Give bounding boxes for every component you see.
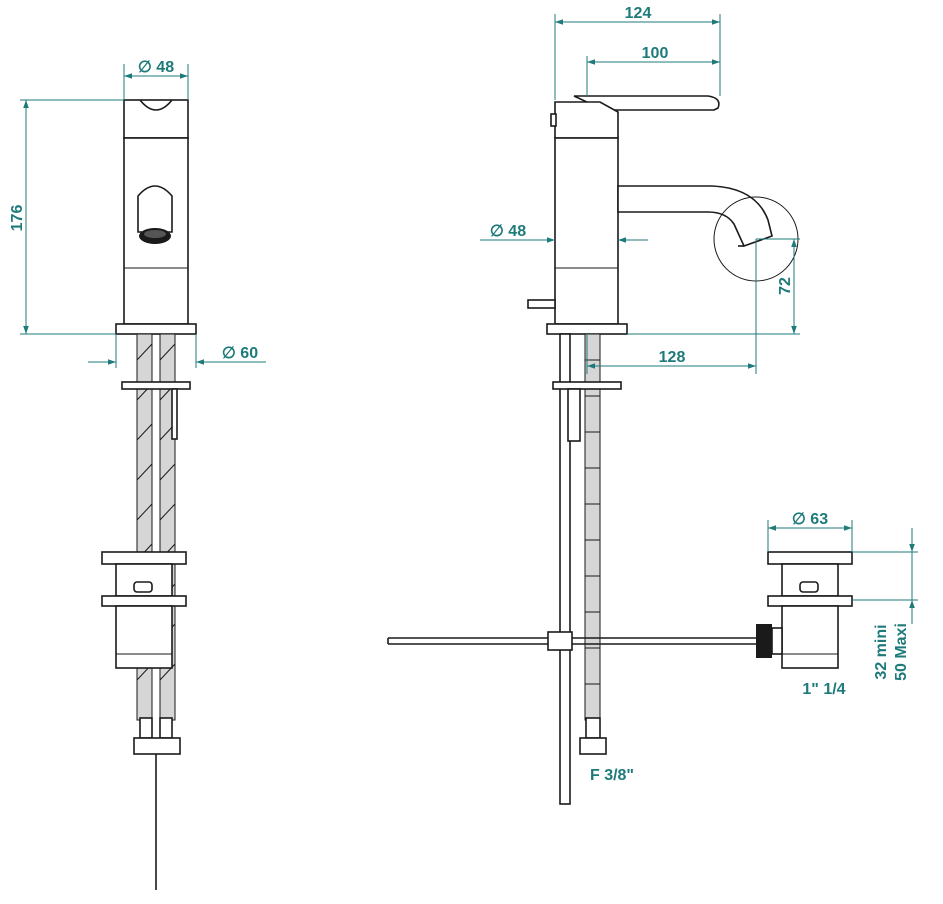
front-waste-body bbox=[115, 605, 173, 669]
side-label-supply-thread: F 3/8" bbox=[590, 767, 634, 784]
front-dim-base-diameter: ∅ 60 bbox=[222, 345, 258, 362]
side-fixing-washer bbox=[552, 381, 622, 390]
waste-dim-thickness-min: 32 mini bbox=[873, 624, 890, 679]
side-dim-spout-reach: 128 bbox=[659, 349, 686, 366]
side-dim-spout-height: 72 bbox=[777, 277, 794, 295]
waste-body bbox=[781, 605, 839, 669]
waste-label-thread: 1" 1/4 bbox=[802, 681, 845, 698]
front-dim-body-diameter: ∅ 48 bbox=[138, 59, 174, 76]
front-waste-flange bbox=[101, 551, 187, 565]
front-fixing-washer bbox=[121, 381, 191, 390]
side-rod-clamp bbox=[547, 631, 573, 651]
front-lever-notch bbox=[139, 99, 173, 111]
side-dim-body-diameter: ∅ 48 bbox=[490, 223, 526, 240]
side-hose bbox=[584, 333, 601, 721]
front-view: ∅ 48 176 ∅ 60 bbox=[9, 59, 266, 890]
side-dim-handle-reach: 100 bbox=[642, 45, 669, 62]
side-popup-rod-knob bbox=[527, 299, 556, 309]
side-spout bbox=[617, 185, 773, 248]
front-waste-nut bbox=[101, 595, 187, 607]
waste-dim-thickness-max: 50 Maxi bbox=[893, 623, 910, 681]
side-lever-cap bbox=[554, 101, 619, 139]
waste-nut bbox=[767, 595, 853, 607]
side-view: 124 100 ∅ 48 72 128 F 3/8" ∅ 63 32 mini … bbox=[387, 5, 918, 805]
side-dim-overall-reach: 124 bbox=[625, 5, 652, 22]
side-body bbox=[554, 137, 619, 325]
side-hose-nut bbox=[579, 737, 607, 755]
front-lever-cap bbox=[123, 99, 189, 139]
waste-dim-diameter: ∅ 63 bbox=[792, 511, 828, 528]
side-base-plate bbox=[546, 323, 628, 335]
front-base-plate bbox=[115, 323, 197, 335]
waste-rod-nut bbox=[756, 624, 772, 658]
front-dim-height: 176 bbox=[9, 205, 26, 232]
front-hose-nut bbox=[133, 737, 181, 755]
waste-flange bbox=[767, 551, 853, 565]
side-lever-handle bbox=[573, 95, 720, 111]
front-spout-outlet bbox=[137, 185, 173, 233]
